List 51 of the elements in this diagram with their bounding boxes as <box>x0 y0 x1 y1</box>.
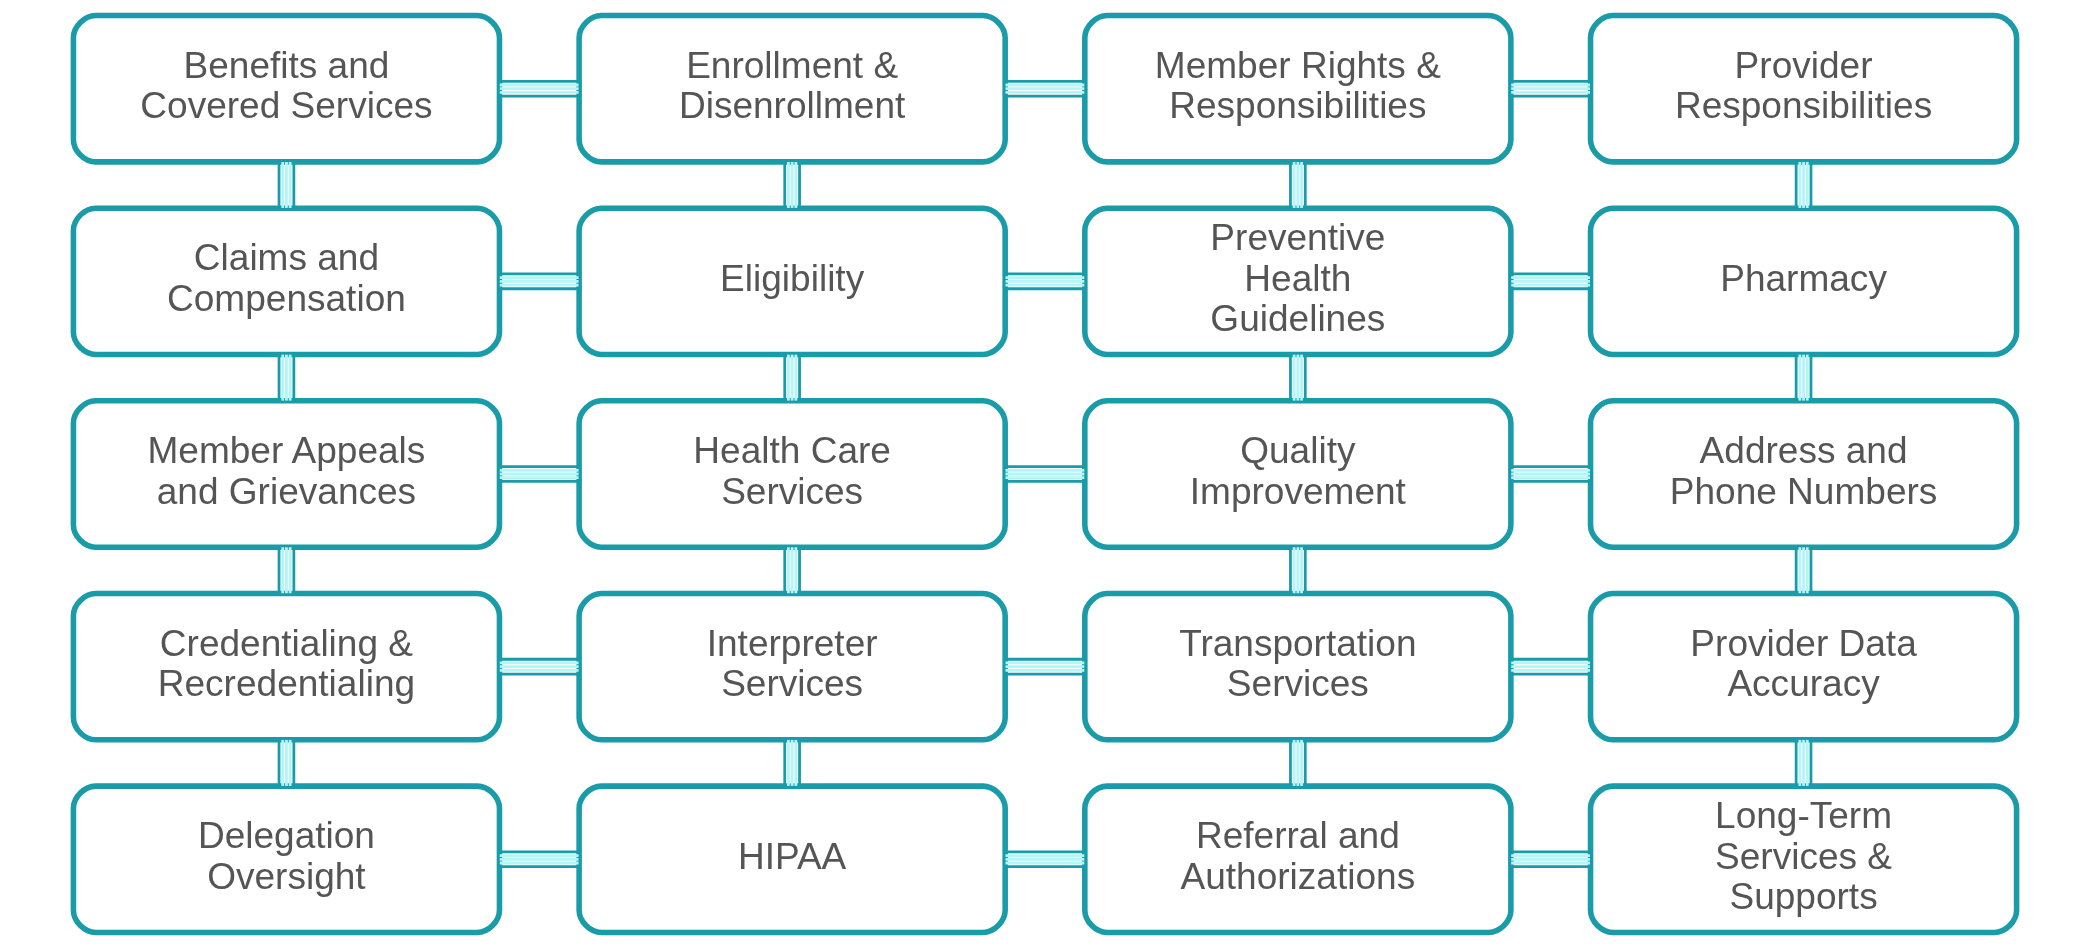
connector <box>1005 79 1084 98</box>
node-box: Address and Phone Numbers <box>1587 398 2019 550</box>
connector <box>1794 162 1812 208</box>
connector <box>499 657 579 676</box>
connector <box>1005 272 1084 291</box>
connector <box>1005 465 1084 483</box>
node-box: Health Care Services <box>575 398 1008 550</box>
node-box: HIPAA <box>575 783 1008 936</box>
connector <box>1005 657 1084 676</box>
connector <box>499 465 579 483</box>
connector <box>782 162 801 208</box>
node-box: Preventive Health Guidelines <box>1081 205 1514 358</box>
connector <box>782 739 801 786</box>
connector <box>1288 547 1307 594</box>
connector <box>499 850 579 869</box>
connector <box>1794 739 1812 786</box>
connector <box>1288 162 1307 208</box>
connector <box>1510 850 1590 869</box>
connector <box>1288 354 1307 401</box>
connector <box>1510 465 1590 483</box>
connector <box>277 354 295 401</box>
connector <box>1510 79 1590 98</box>
node-box: Transportation Services <box>1081 590 1514 743</box>
node-box: Pharmacy <box>1587 205 2019 358</box>
connector <box>782 354 801 401</box>
node-box: Member Rights & Responsibilities <box>1081 12 1514 165</box>
node-box: Provider Data Accuracy <box>1587 590 2019 743</box>
node-box: Member Appeals and Grievances <box>70 398 502 550</box>
node-box: Delegation Oversight <box>70 783 502 936</box>
node-box: Interpreter Services <box>575 590 1008 743</box>
connector <box>277 739 295 786</box>
node-box: Quality Improvement <box>1081 398 1514 550</box>
connector <box>1005 850 1084 869</box>
node-box: Long-Term Services & Supports <box>1587 783 2019 936</box>
node-box: Credentialing & Recredentialing <box>70 590 502 743</box>
connector <box>1794 547 1812 594</box>
node-box: Enrollment & Disenrollment <box>575 12 1008 165</box>
connector <box>782 547 801 594</box>
node-box: Provider Responsibilities <box>1587 12 2019 165</box>
connector <box>1510 272 1590 291</box>
node-box: Claims and Compensation <box>70 205 502 358</box>
connector <box>277 162 295 208</box>
connector <box>499 272 579 291</box>
node-box: Referral and Authorizations <box>1081 783 1514 936</box>
connector <box>499 79 579 98</box>
node-box: Eligibility <box>575 205 1008 358</box>
node-box: Benefits and Covered Services <box>70 12 502 165</box>
connector <box>1288 739 1307 786</box>
connector <box>277 547 295 594</box>
connector <box>1510 657 1590 676</box>
connector <box>1794 354 1812 401</box>
